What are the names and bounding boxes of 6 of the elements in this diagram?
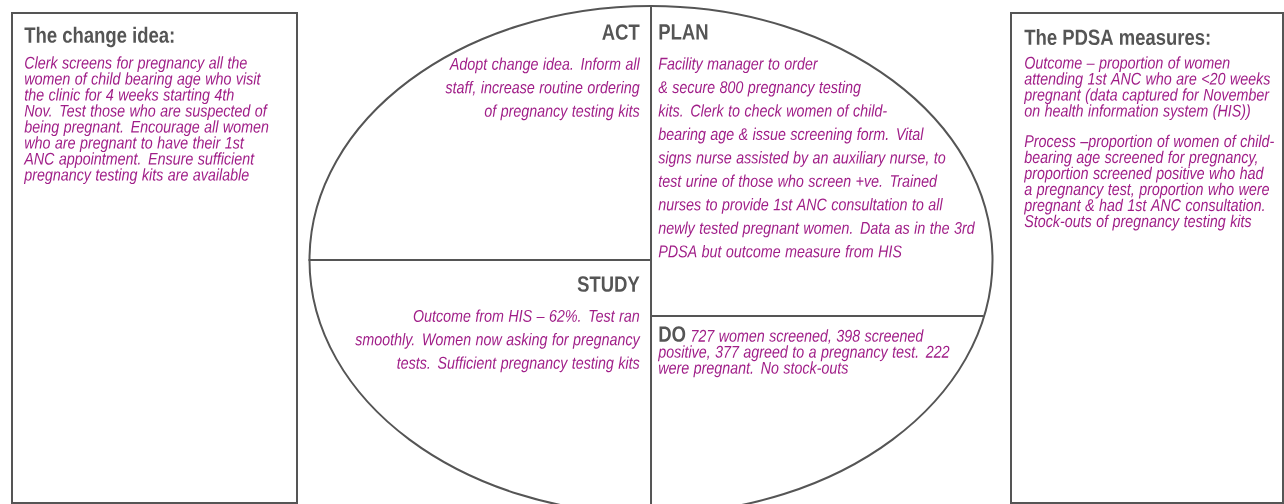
quadrant-text: ACT Adopt change idea. Inform all staff, increase routine ordering of pregnancy testing kits (445, 24, 641, 121)
quadrant-text: PLAN Facility manager to order & secure 800 pregnancy testing kits. Clerk to check women of child-bearing age & issue screening form. Vital signs nurse assisted by an auxiliary nurse, to test urine of those who screen +ve. Trained nurses to provide 1st ANC consultation to all newly tested pregnant women. Data as in the 3rd PDSA but outcome measure from HIS (658, 24, 975, 258)
quadrant-text: DO 727 women screened, 398 screened positive, 377 agreed to a pregnancy test. 222 were pregnant. No stock-outs (657, 326, 950, 378)
quadrant-text: STUDY Outcome from HIS – 62%. Test ran smoothly. Women now asking for pregnancy tests. Sufficient pregnancy testing kits (355, 276, 641, 373)
text-panel: The change idea: Clerk screens for pregnancy all the women of child bearing age who visit the clinic for 4 weeks starting 4th Nov. Test those who are suspected of being pregnant. Encourage all women who are pregnant to have their 1st ANC appointment. Ensure sufficient pregnancy testing kits are available (11, 12, 298, 504)
text-panel: The PDSA measures: Outcome – proportion of women attending 1st ANC who are <20 weeks pregnant (data captured for November on health information system (HIS)) Process –proportion of women of child-bearing age screened for pregnancy, proportion screened positive who had a pregnancy test, proportion who were pregnant & had 1st ANC consultation. Stock-outs of pregnancy testing kits (1010, 12, 1284, 504)
